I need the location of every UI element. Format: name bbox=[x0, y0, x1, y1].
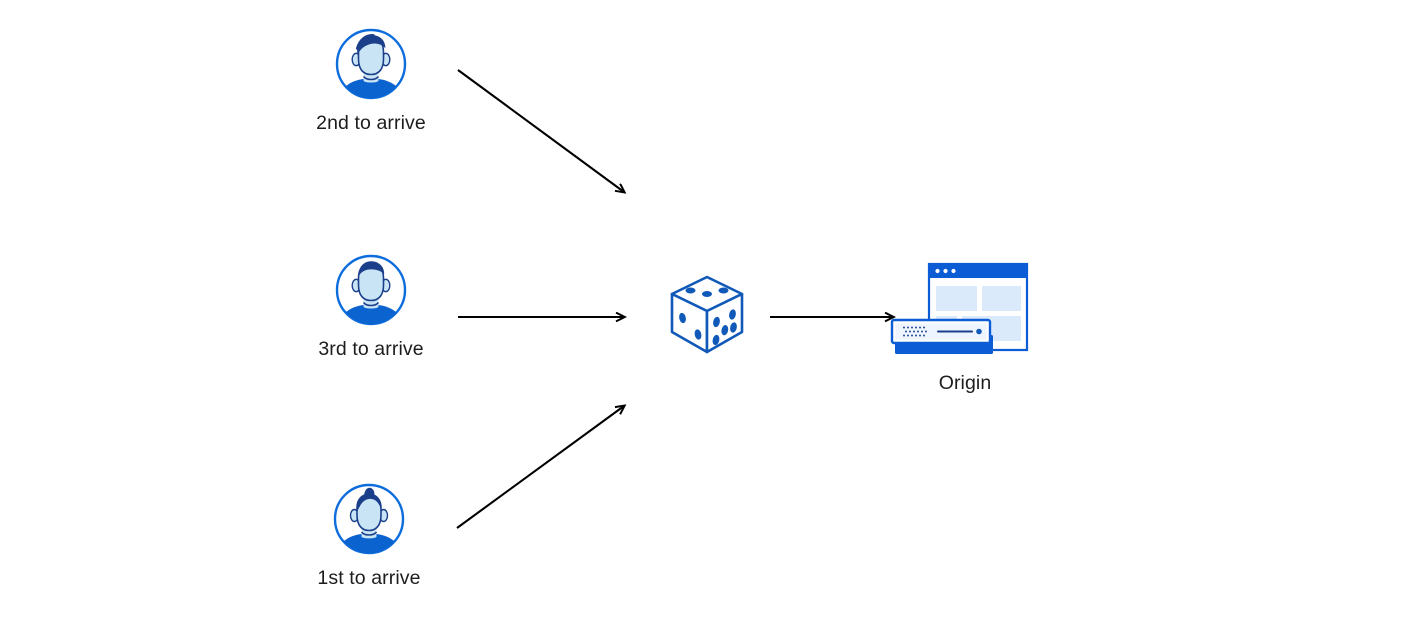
avatar bbox=[331, 481, 407, 557]
node-user-1st[interactable]: 1st to arrive bbox=[304, 481, 434, 590]
user-avatar-icon bbox=[335, 254, 407, 326]
avatar bbox=[333, 26, 409, 102]
node-origin[interactable]: Origin bbox=[865, 258, 1065, 395]
node-label: Origin bbox=[938, 372, 992, 394]
avatar bbox=[333, 252, 409, 328]
node-load-balancer[interactable] bbox=[662, 272, 752, 362]
user-avatar-icon bbox=[333, 483, 405, 555]
arrow-2nd-to-dice bbox=[457, 69, 624, 192]
origin-graphic bbox=[890, 262, 1029, 354]
node-user-2nd[interactable]: 2nd to arrive bbox=[306, 26, 436, 135]
node-label: 2nd to arrive bbox=[316, 112, 426, 134]
origin-server-icon bbox=[890, 258, 1035, 358]
arrow-1st-to-dice bbox=[456, 406, 624, 529]
dice-icon bbox=[670, 275, 744, 354]
node-label: 1st to arrive bbox=[317, 567, 421, 589]
server-device-icon bbox=[890, 318, 993, 354]
node-label: 3rd to arrive bbox=[318, 338, 424, 360]
node-user-3rd[interactable]: 3rd to arrive bbox=[306, 252, 436, 361]
user-avatar-icon bbox=[335, 28, 407, 100]
